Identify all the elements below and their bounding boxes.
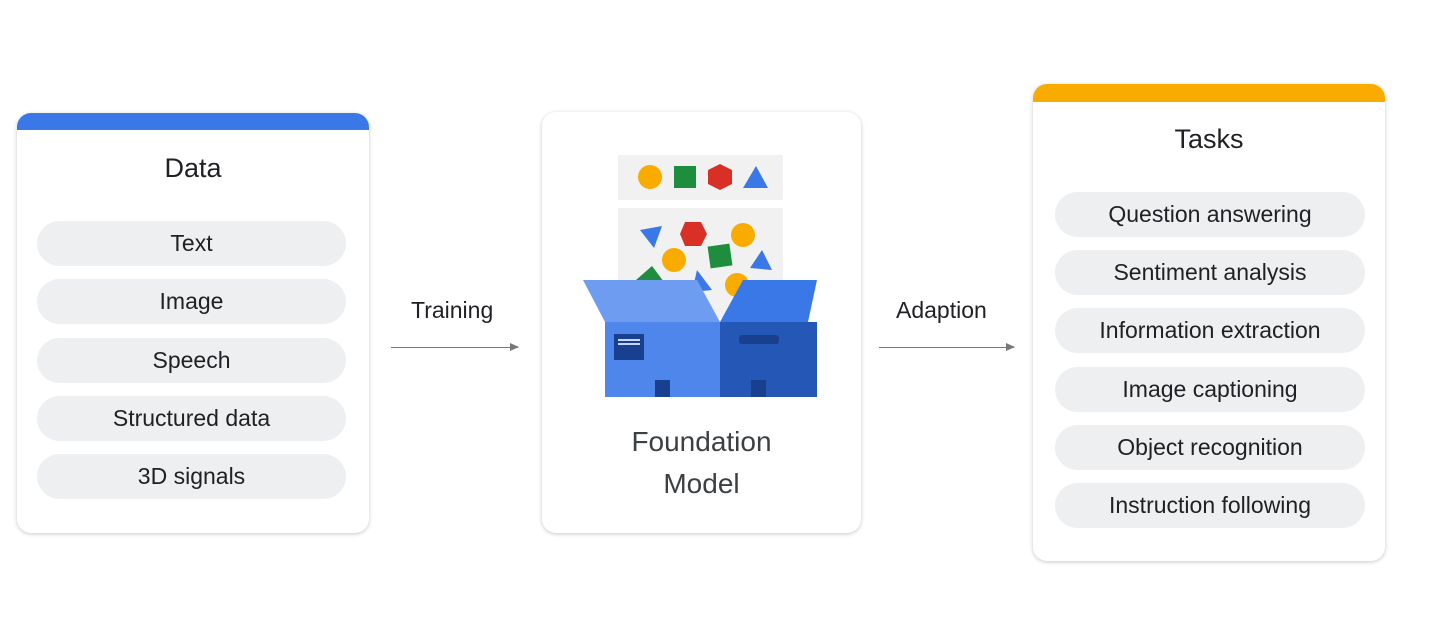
data-card-accent-bar (17, 113, 369, 130)
task-item: Image captioning (1055, 367, 1365, 412)
data-item: Speech (37, 338, 346, 383)
adaption-arrow (879, 343, 1015, 351)
data-item: Text (37, 221, 346, 266)
task-item: Instruction following (1055, 483, 1365, 528)
data-card: Data Text Image Speech Structured data 3… (17, 113, 369, 533)
model-title-line1: Foundation (631, 426, 772, 457)
training-label: Training (411, 297, 494, 323)
task-item: Object recognition (1055, 425, 1365, 470)
data-item: 3D signals (37, 454, 346, 499)
task-item: Sentiment analysis (1055, 250, 1365, 295)
tasks-card-title: Tasks (1174, 124, 1244, 154)
data-card-title: Data (164, 153, 222, 183)
adaption-label: Adaption (896, 297, 987, 323)
model-title-line2: Model (663, 468, 740, 499)
tasks-card: Tasks Question answering Sentiment analy… (1033, 84, 1385, 561)
task-item: Information extraction (1055, 308, 1365, 353)
data-item: Image (37, 279, 346, 324)
tasks-card-accent-bar (1033, 84, 1385, 102)
data-item: Structured data (37, 396, 346, 441)
training-arrow (391, 343, 519, 351)
task-item: Question answering (1055, 192, 1365, 237)
